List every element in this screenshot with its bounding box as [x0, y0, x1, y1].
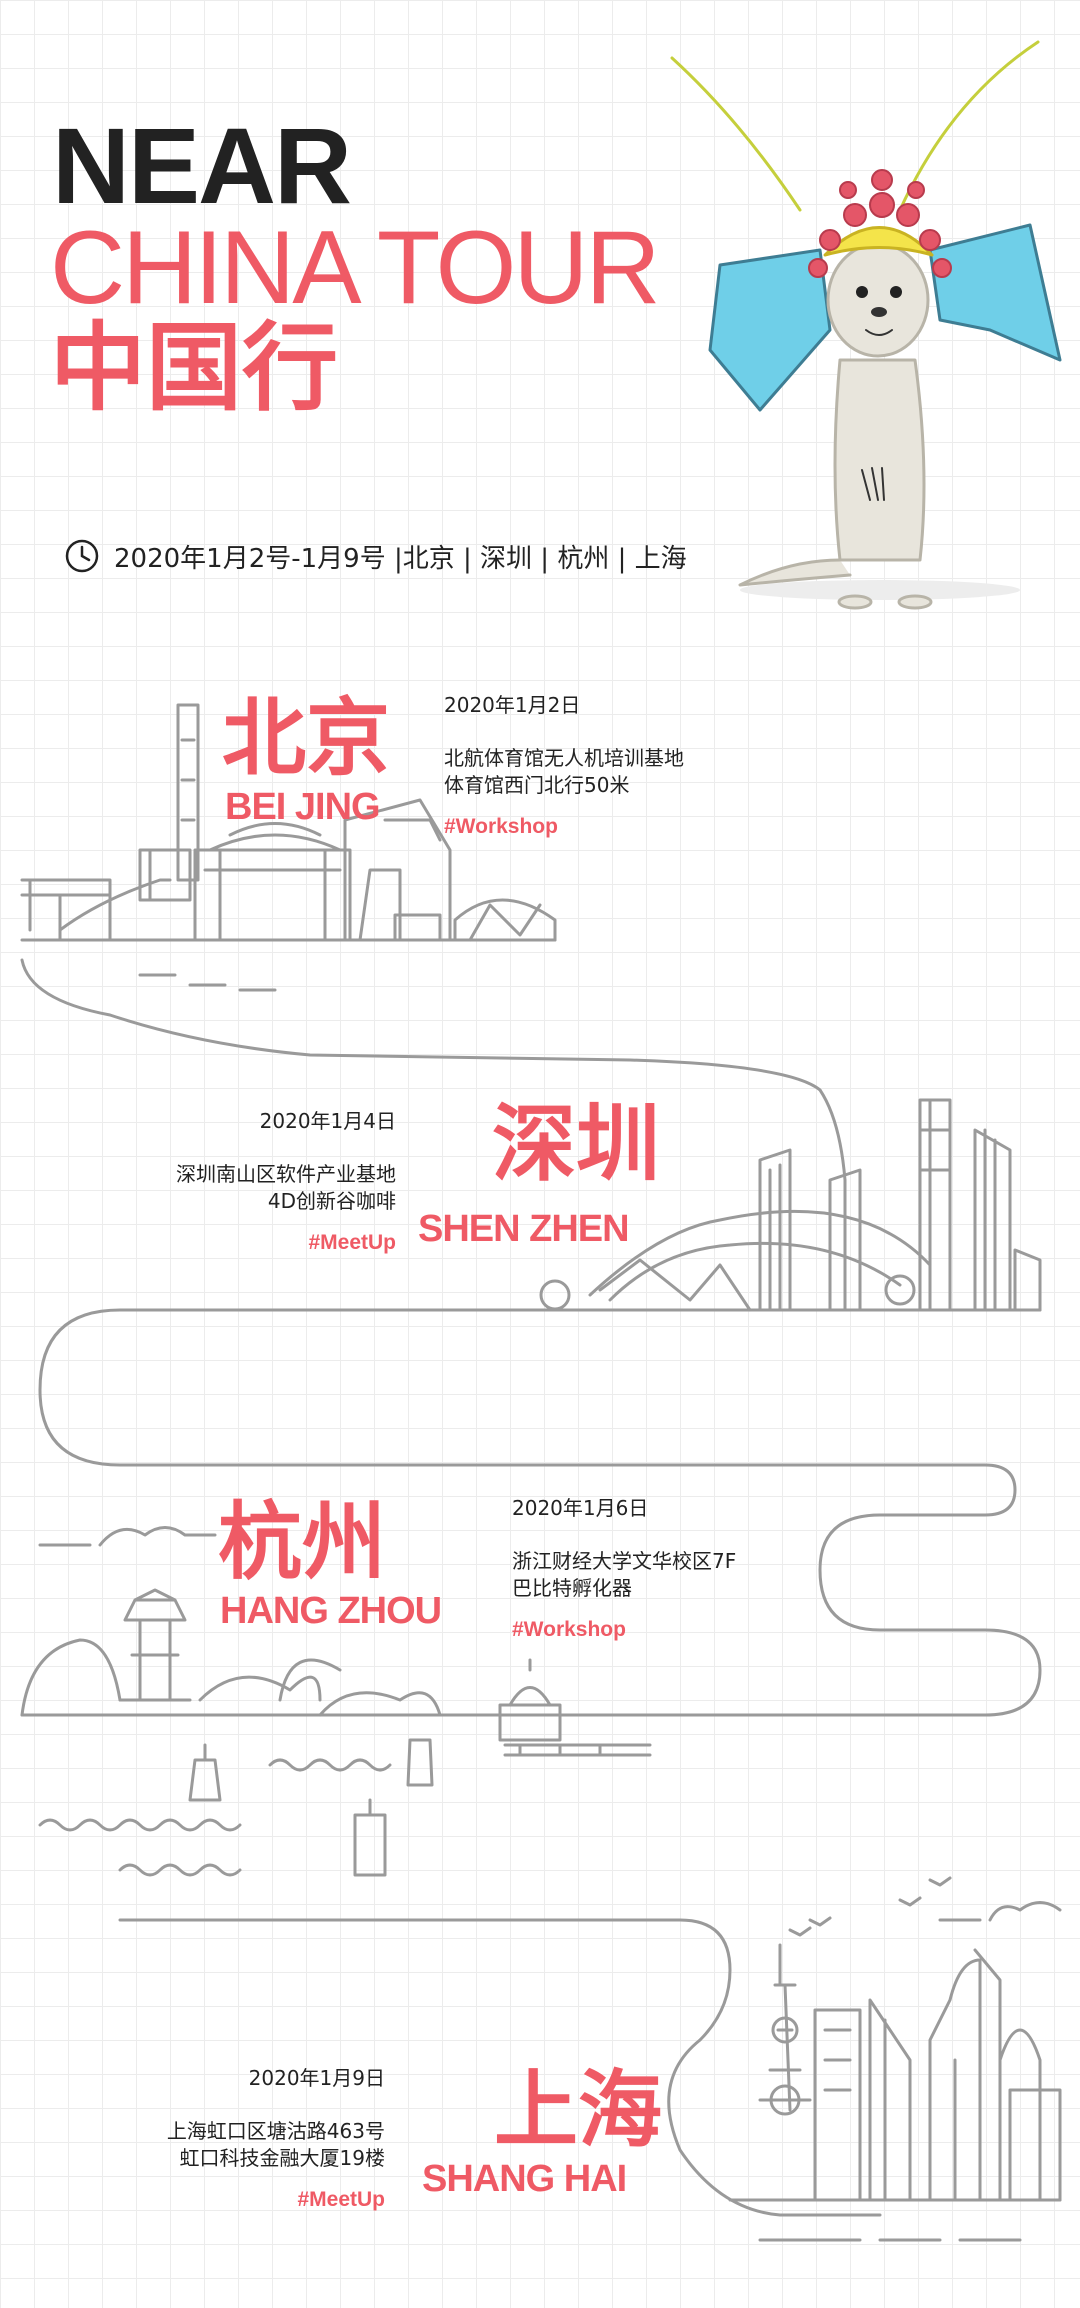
event-date: 2020年1月9日	[248, 2066, 385, 2090]
event-venue-line1: 深圳南山区软件产业基地	[176, 1162, 396, 1186]
event-venue-line2: 虹口科技金融大厦19楼	[179, 2146, 385, 2170]
schedule-text: 2020年1月2号-1月9号 |北京 | 深圳 | 杭州 | 上海	[114, 543, 687, 574]
event-date: 2020年1月2日	[444, 693, 581, 717]
event-date: 2020年1月6日	[512, 1496, 649, 1520]
meerkat-mascot-illustration	[670, 40, 1062, 610]
event-venue-line1: 浙江财经大学文华校区7F	[512, 1549, 737, 1573]
event-venue-line1: 北航体育馆无人机培训基地	[444, 746, 684, 770]
shanghai-skyline-illustration	[118, 1876, 1062, 2242]
schedule-summary: 2020年1月2号-1月9号 |北京 | 深圳 | 杭州 | 上海	[64, 538, 687, 574]
event-tag: #MeetUp	[297, 2188, 385, 2211]
event-venue-line1: 上海虹口区塘沽路463号	[166, 2119, 385, 2143]
route-line	[20, 1308, 1042, 1717]
city-name-cn: 上海	[494, 2061, 663, 2159]
city-name-en: SHANG HAI	[422, 2158, 627, 2200]
event-tag: #Workshop	[444, 815, 558, 838]
title-near: NEAR	[52, 105, 352, 226]
event-venue-line2: 巴比特孵化器	[512, 1576, 632, 1600]
city-name-cn: 北京	[222, 689, 391, 787]
city-name-en: BEI JING	[225, 786, 381, 828]
city-name-cn: 深圳	[492, 1095, 661, 1193]
event-info: 2020年1月6日 浙江财经大学文华校区7F 巴比特孵化器 #Workshop	[512, 1495, 736, 1643]
city-name-en: HANG ZHOU	[220, 1590, 442, 1632]
clock-icon	[65, 539, 99, 573]
city-name-en: SHEN ZHEN	[418, 1208, 630, 1250]
event-venue-line2: 4D创新谷咖啡	[267, 1189, 396, 1213]
title-china-tour: CHINA TOUR	[50, 210, 661, 326]
event-tag: #Workshop	[512, 1618, 626, 1641]
title-chinese: 中国行	[50, 312, 338, 424]
event-info: 2020年1月4日 深圳南山区软件产业基地 4D创新谷咖啡 #MeetUp	[120, 1108, 396, 1256]
event-date: 2020年1月4日	[259, 1109, 396, 1133]
event-tag: #MeetUp	[308, 1231, 396, 1254]
hangzhou-skyline-illustration	[20, 1526, 652, 1877]
beijing-skyline-illustration	[20, 703, 822, 1092]
event-venue-line2: 体育馆西门北行50米	[444, 773, 630, 797]
city-name-cn: 杭州	[218, 1493, 387, 1591]
event-info: 2020年1月2日 北航体育馆无人机培训基地 体育馆西门北行50米 #Works…	[444, 692, 684, 840]
event-info: 2020年1月9日 上海虹口区塘沽路463号 虹口科技金融大厦19楼 #Meet…	[120, 2065, 385, 2213]
